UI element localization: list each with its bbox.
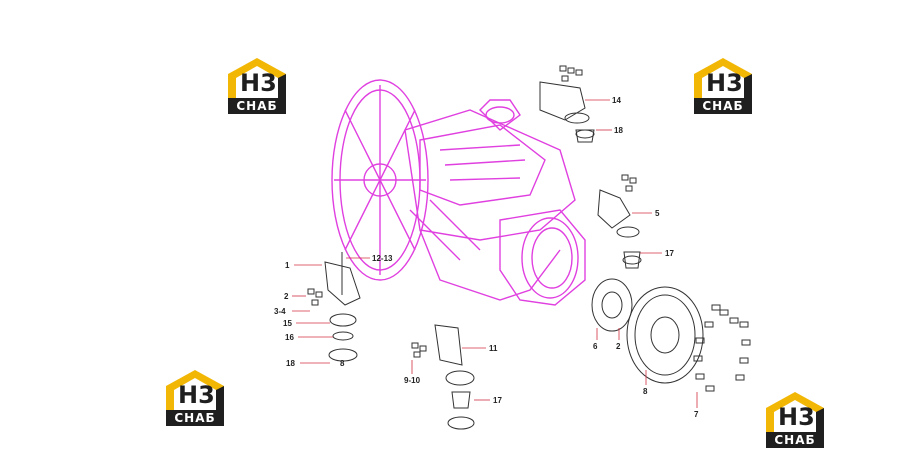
logo-mark: H3	[178, 381, 215, 409]
callout-12-13: 12-13	[372, 254, 393, 263]
logo-mark: H3	[778, 403, 815, 431]
logo-band: СНАБ	[766, 432, 824, 448]
callout-8-right: 8	[643, 387, 648, 396]
callout-16: 16	[285, 333, 294, 342]
logo-bottom-right: H3 СНАБ	[764, 392, 826, 450]
callout-3-4: 3-4	[274, 307, 286, 316]
callout-9-10: 9-10	[404, 376, 421, 385]
callout-1: 1	[285, 261, 290, 270]
logo-top-right: H3 СНАБ	[692, 58, 754, 116]
house-roof-icon	[166, 370, 224, 410]
logo-bottom-left: H3 СНАБ	[164, 370, 226, 428]
logo-mark: H3	[706, 69, 743, 97]
callout-7: 7	[694, 410, 699, 419]
callout-8-left: 8	[340, 359, 345, 368]
logo-mark: H3	[240, 69, 277, 97]
house-roof-icon	[228, 58, 286, 98]
callout-14: 14	[612, 96, 621, 105]
callout-18-left: 18	[286, 359, 295, 368]
callout-2-right: 2	[616, 342, 621, 351]
logo-band: СНАБ	[694, 98, 752, 114]
callout-15: 15	[283, 319, 292, 328]
house-roof-icon	[694, 58, 752, 98]
callout-5: 5	[655, 209, 660, 218]
callout-2-left: 2	[284, 292, 289, 301]
callout-17-bottom: 17	[493, 396, 502, 405]
logo-band: СНАБ	[166, 410, 224, 426]
callout-6: 6	[593, 342, 598, 351]
callout-11: 11	[489, 344, 498, 353]
logo-band: СНАБ	[228, 98, 286, 114]
house-roof-icon	[766, 392, 824, 432]
callout-17-right: 17	[665, 249, 674, 258]
callout-18-top: 18	[614, 126, 623, 135]
logo-top-left: H3 СНАБ	[226, 58, 288, 116]
